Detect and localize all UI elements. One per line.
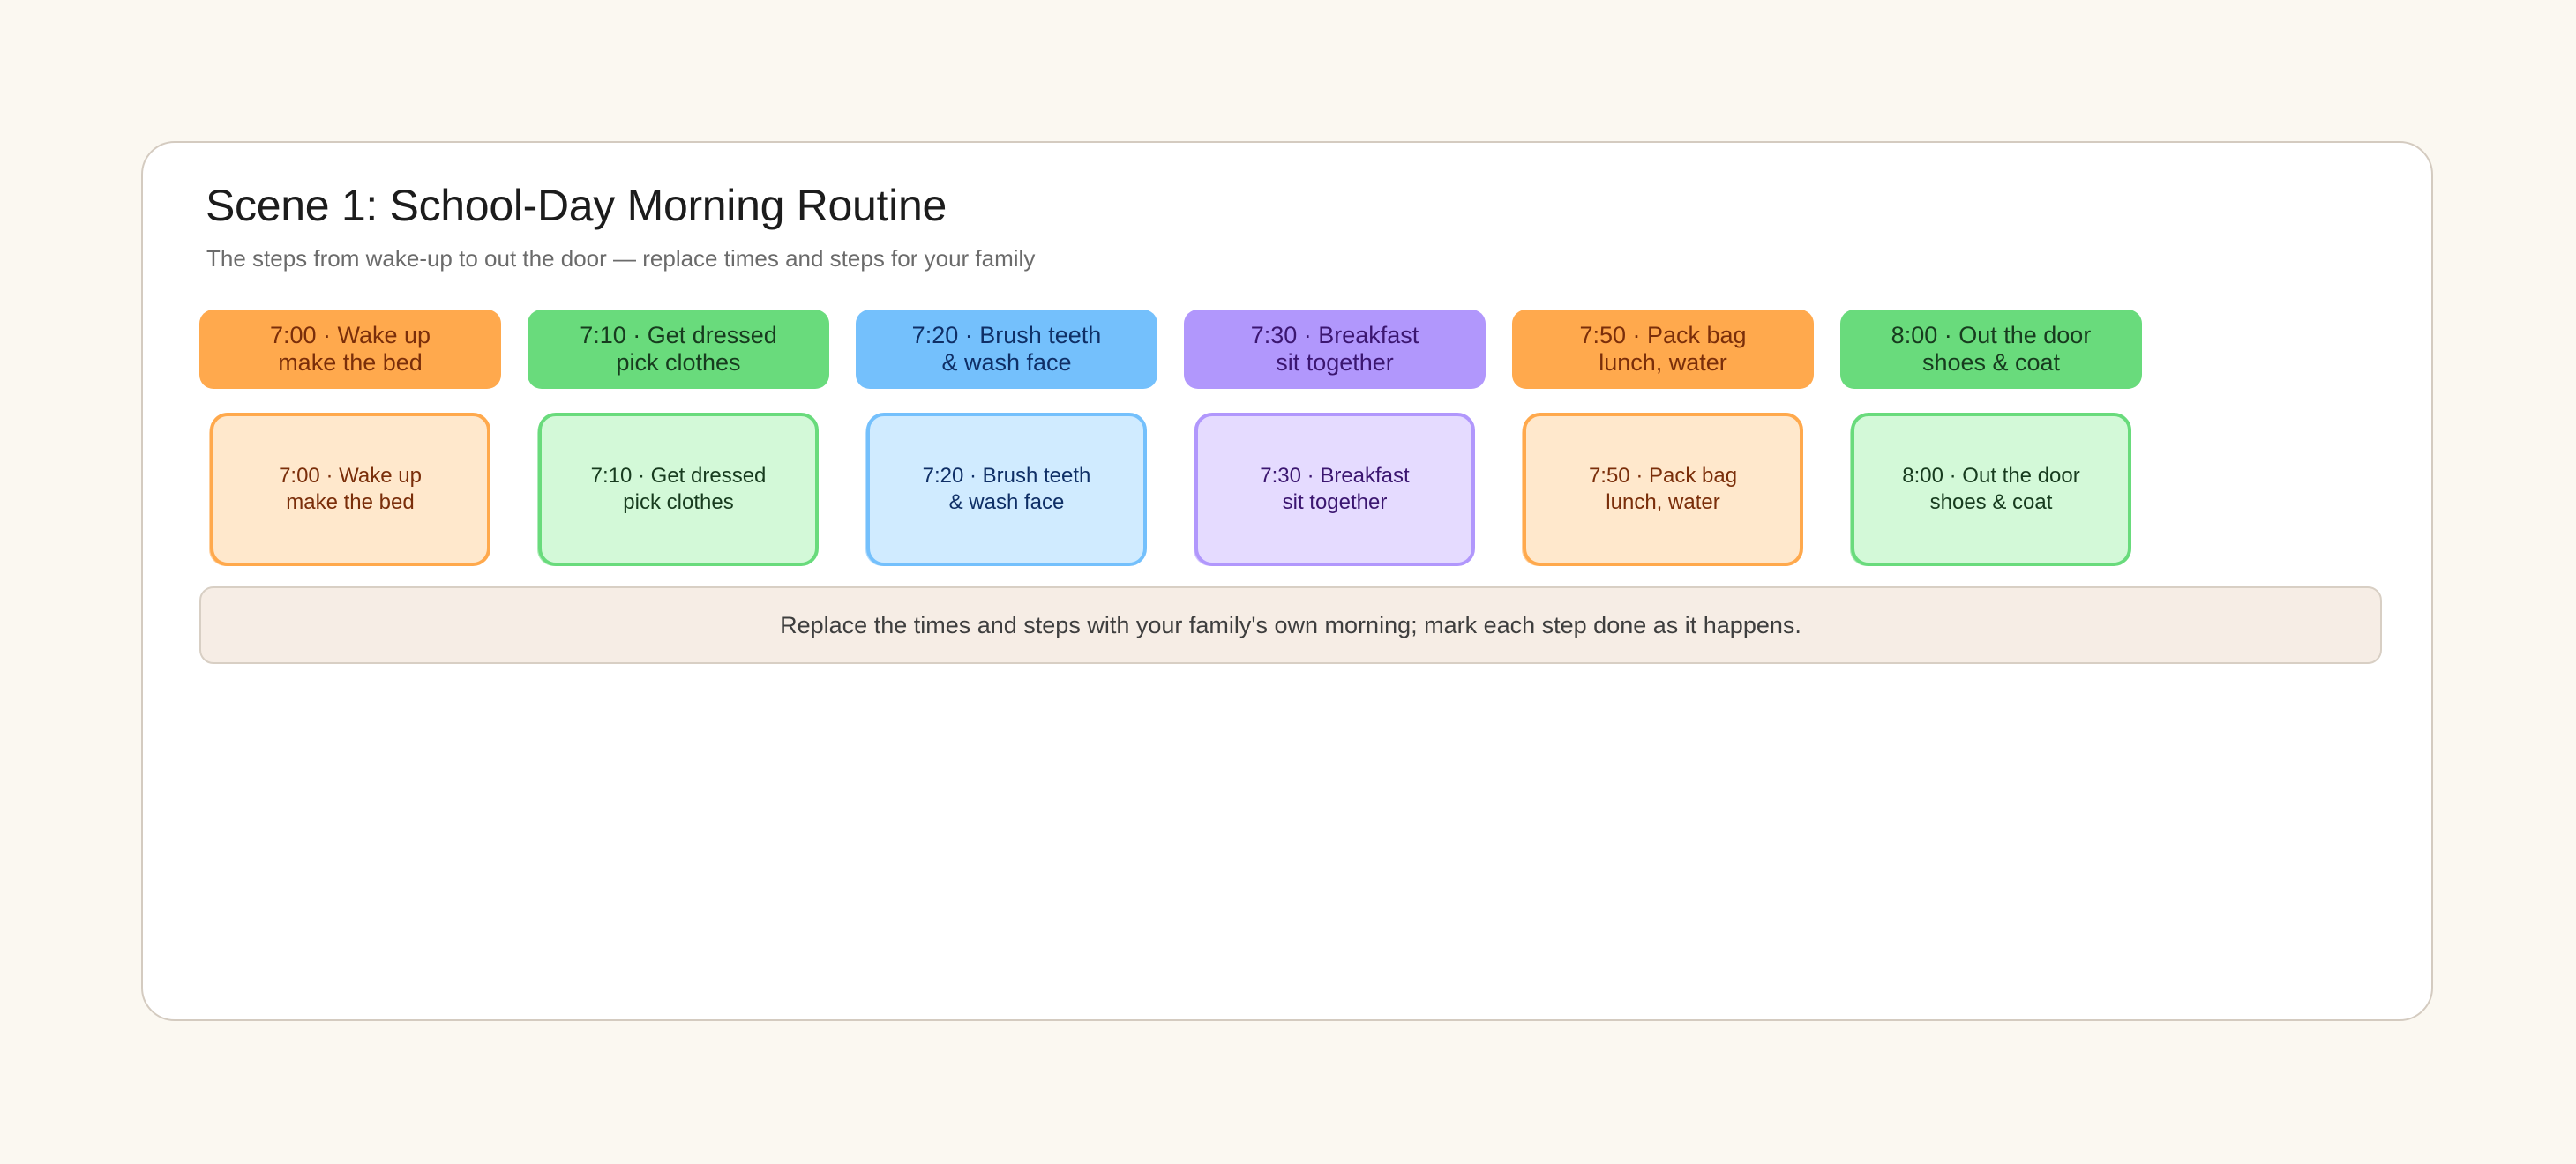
step-card-pack-bag[interactable]: 7:50 · Pack bag lunch, water	[1522, 413, 1803, 566]
page-subtitle: The steps from wake-up to out the door —…	[206, 245, 1036, 272]
step-label-time: 8:00 · Out the door	[1891, 322, 2092, 348]
step-label-pack-bag: 7:50 · Pack bag lunch, water	[1512, 310, 1814, 389]
step-card-time: 7:30 · Breakfast	[1260, 464, 1410, 488]
step-card-detail: sit together	[1282, 490, 1388, 514]
step-card-time: 7:50 · Pack bag	[1588, 464, 1738, 488]
step-label-time: 7:50 · Pack bag	[1579, 322, 1747, 348]
step-card-detail: & wash face	[948, 490, 1065, 514]
step-label-detail: make the bed	[278, 349, 423, 376]
step-card-detail: pick clothes	[623, 490, 734, 514]
step-label-out-the-door: 8:00 · Out the door shoes & coat	[1840, 310, 2142, 389]
step-card-time: 8:00 · Out the door	[1902, 464, 2080, 488]
step-card-time: 7:20 · Brush teeth	[922, 464, 1091, 488]
step-label-breakfast: 7:30 · Breakfast sit together	[1184, 310, 1486, 389]
instruction-note: Replace the times and steps with your fa…	[199, 586, 2382, 664]
step-label-wake-up: 7:00 · Wake up make the bed	[199, 310, 501, 389]
step-card-brush-teeth[interactable]: 7:20 · Brush teeth & wash face	[865, 413, 1147, 566]
step-card-breakfast[interactable]: 7:30 · Breakfast sit together	[1194, 413, 1475, 566]
step-card-detail: make the bed	[286, 490, 415, 514]
step-card-time: 7:00 · Wake up	[279, 464, 422, 488]
step-label-detail: sit together	[1276, 349, 1394, 376]
scene-card: Scene 1: School-Day Morning Routine The …	[141, 141, 2433, 1021]
step-label-time: 7:10 · Get dressed	[580, 322, 777, 348]
step-label-get-dressed: 7:10 · Get dressed pick clothes	[528, 310, 829, 389]
step-card-out-the-door[interactable]: 8:00 · Out the door shoes & coat	[1850, 413, 2131, 566]
step-card-detail: lunch, water	[1606, 490, 1720, 514]
step-card-get-dressed[interactable]: 7:10 · Get dressed pick clothes	[537, 413, 819, 566]
step-label-time: 7:20 · Brush teeth	[911, 322, 1102, 348]
instruction-note-text: Replace the times and steps with your fa…	[780, 611, 1801, 638]
page-title: Scene 1: School-Day Morning Routine	[206, 181, 947, 230]
step-card-detail: shoes & coat	[1929, 490, 2053, 514]
step-label-detail: pick clothes	[616, 349, 741, 376]
step-label-detail: lunch, water	[1599, 349, 1727, 376]
step-card-wake-up[interactable]: 7:00 · Wake up make the bed	[209, 413, 490, 566]
step-label-detail: & wash face	[941, 349, 1072, 376]
step-label-detail: shoes & coat	[1921, 349, 2061, 376]
step-label-time: 7:00 · Wake up	[269, 322, 431, 348]
step-card-time: 7:10 · Get dressed	[590, 464, 767, 488]
step-label-time: 7:30 · Breakfast	[1250, 322, 1419, 348]
step-label-brush-teeth: 7:20 · Brush teeth & wash face	[856, 310, 1157, 389]
